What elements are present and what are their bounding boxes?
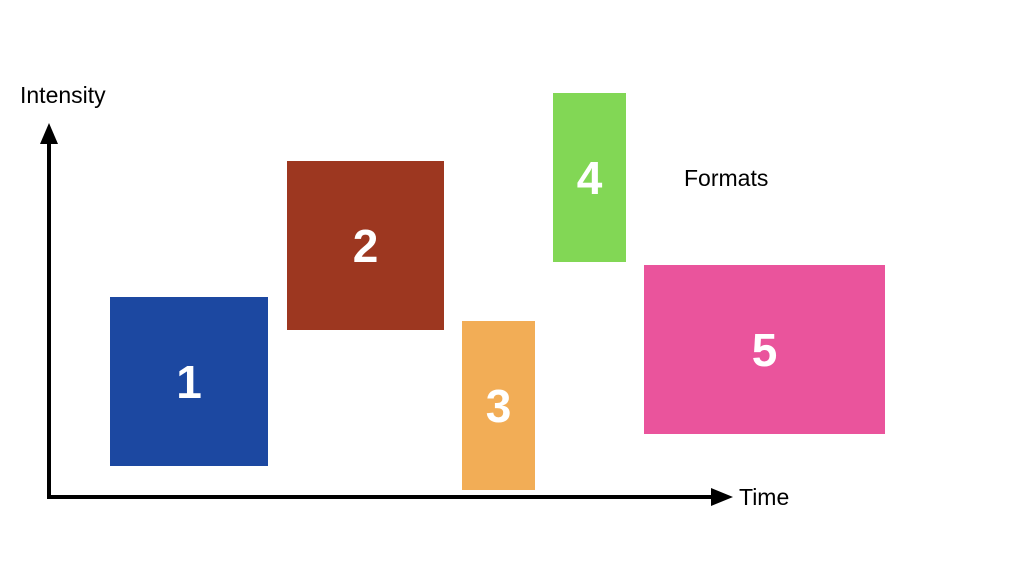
x-axis-arrowhead xyxy=(711,488,733,506)
format-block-2: 2 xyxy=(287,161,444,330)
x-axis-label: Time xyxy=(739,484,790,510)
y-axis-label: Intensity xyxy=(20,82,106,108)
format-block-3: 3 xyxy=(462,321,535,490)
y-axis-arrowhead xyxy=(40,123,58,144)
format-block-1: 1 xyxy=(110,297,268,466)
format-block-5: 5 xyxy=(644,265,885,434)
formats-label: Formats xyxy=(684,165,769,191)
format-block-4: 4 xyxy=(553,93,626,262)
